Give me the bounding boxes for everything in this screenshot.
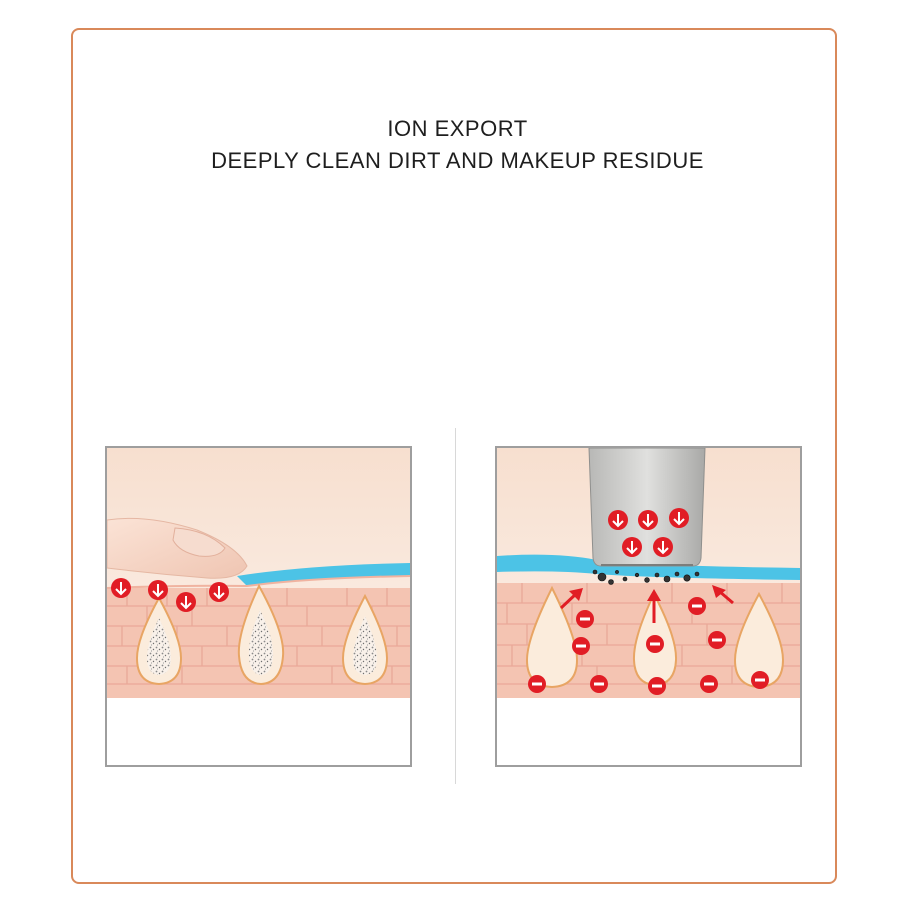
gel-layer [497, 554, 800, 580]
title-line-1: ION EXPORT [387, 116, 528, 141]
skin-diagram-left [107, 448, 410, 765]
skin-diagram-right [497, 448, 800, 765]
device-ion-4 [622, 537, 642, 557]
device-blade-icon [588, 448, 706, 567]
ion-negative-8 [708, 631, 726, 649]
negative-ions [528, 597, 769, 695]
ion-negative-10 [751, 671, 769, 689]
device-ion-3 [669, 508, 689, 528]
pore-3 [341, 593, 389, 686]
device-ion-2 [638, 510, 658, 530]
outer-frame [71, 28, 837, 884]
diagram-panel-left [105, 446, 412, 767]
ion-positive-1 [111, 578, 131, 598]
lower-blank [497, 698, 800, 765]
ion-positive-2 [148, 580, 168, 600]
lower-blank [107, 698, 410, 765]
pore-2 [237, 583, 285, 686]
pore-1 [135, 595, 183, 686]
ion-negative-4 [590, 675, 608, 693]
ion-negative-7 [688, 597, 706, 615]
ion-negative-6 [648, 677, 666, 695]
ion-positive-3 [176, 592, 196, 612]
panel-divider [455, 428, 456, 784]
ion-negative-9 [700, 675, 718, 693]
device-ion-1 [608, 510, 628, 530]
ion-negative-5 [646, 635, 664, 653]
ion-negative-3 [528, 675, 546, 693]
ion-negative-1 [576, 610, 594, 628]
diagram-panel-right [495, 446, 802, 767]
ion-negative-2 [572, 637, 590, 655]
extraction-arrows [559, 585, 734, 623]
title-line-2: DEEPLY CLEAN DIRT AND MAKEUP RESIDUE [211, 148, 704, 173]
dirt-particles [592, 569, 700, 585]
page-title: ION EXPORT DEEPLY CLEAN DIRT AND MAKEUP … [0, 113, 900, 177]
finger-icon [107, 517, 248, 579]
device-ion-5 [653, 537, 673, 557]
ion-positive-4 [209, 582, 229, 602]
gel-layer [237, 563, 410, 586]
